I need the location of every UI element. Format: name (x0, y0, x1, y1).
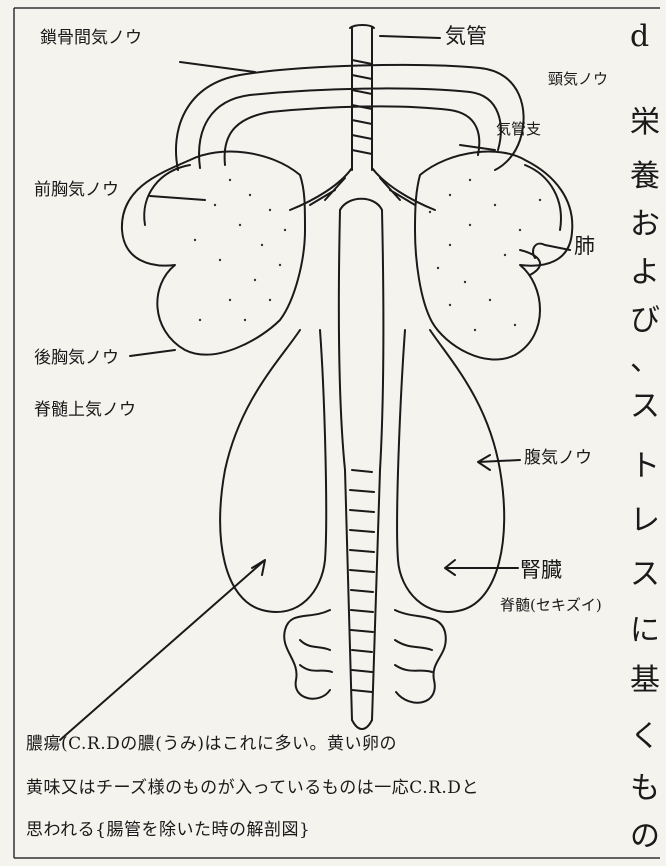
side-letter-d: d (630, 22, 649, 52)
side-char: お (630, 210, 660, 240)
lung-stippling (194, 179, 541, 331)
side-char: 栄 (630, 108, 660, 138)
side-char: 基 (630, 666, 660, 696)
trachea-shape (352, 28, 372, 170)
side-char: 、 (630, 346, 660, 376)
label-interclavicular-air-sac: 鎖骨間気ノウ (40, 30, 142, 47)
side-char: レ (630, 506, 660, 536)
caption-line-3: 思われる{腸管を除いた時の解剖図} (26, 822, 310, 839)
left-abdominal-air-sac-shape (220, 330, 326, 612)
side-char: も (630, 774, 660, 804)
caption-line-2: 黄味又はチーズ様のものが入っているものは一応C.R.Dと (26, 780, 479, 797)
caption-line-1: 膿瘍(C.R.Dの膿(うみ)はこれに多い。黄い卵の (26, 736, 397, 753)
left-lung-shape (122, 152, 305, 355)
side-char: 養 (630, 162, 660, 192)
interclavicular-air-sac-shape (176, 65, 524, 170)
label-anterior-thoracic-air-sac: 前胸気ノウ (34, 182, 119, 199)
side-char: ス (630, 560, 660, 590)
side-char: に (630, 616, 660, 646)
side-char: ス (630, 392, 660, 422)
label-abdominal-air-sac: 腹気ノウ (524, 450, 592, 467)
label-cervical-air-sac: 頸気ノウ (548, 72, 608, 87)
side-char: ト (630, 452, 660, 482)
label-spinal-upper-air-sac: 脊髄上気ノウ (34, 402, 136, 419)
label-trachea: 気管 (445, 26, 487, 47)
label-spinal-cord: 脊髄(セキズイ) (500, 598, 602, 613)
label-bronchus: 気管支 (496, 122, 541, 137)
side-char: び (630, 306, 660, 336)
label-posterior-thoracic-air-sac: 後胸気ノウ (34, 350, 119, 367)
label-kidney: 腎臓 (520, 560, 562, 581)
side-char: よ (630, 258, 660, 288)
side-char: く (630, 722, 660, 752)
side-char: の (630, 822, 660, 852)
right-abdominal-air-sac-shape (397, 330, 504, 612)
label-lung: 肺 (574, 236, 595, 257)
kidney-shape (284, 610, 446, 703)
spinal-cord-shape (339, 210, 383, 720)
